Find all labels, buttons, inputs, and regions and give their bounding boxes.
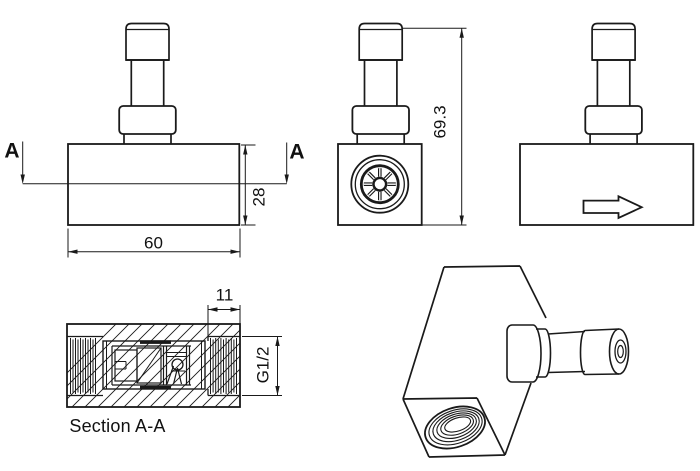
side-stem (351, 22, 410, 145)
flow-stem (584, 22, 643, 145)
isometric-view (402, 265, 630, 458)
section-marker-a-left: A (4, 139, 20, 163)
dim-thread-size: G1/2 (253, 346, 273, 384)
iso-stem (506, 324, 630, 383)
flow-body (519, 143, 695, 226)
section-cut-line (20, 141, 289, 185)
section-marker-a-right: A (289, 140, 305, 164)
front-view (20, 22, 289, 258)
dim-11-lines (207, 305, 241, 336)
iso-block (402, 265, 547, 458)
front-stem (118, 22, 177, 145)
dim-g12-lines (242, 336, 282, 396)
front-body (67, 143, 241, 226)
dim-overall-height: 69.3 (430, 105, 450, 139)
internal-thread-section-icon (70, 338, 237, 394)
dim-28-lines (241, 144, 256, 226)
dim-port-depth: 11 (215, 285, 234, 305)
dim-69-3-lines (403, 27, 467, 226)
dim-body-width: 60 (144, 233, 163, 253)
section-body (66, 323, 241, 408)
bore-outline (67, 335, 240, 397)
dim-60-lines (67, 228, 241, 258)
flow-view (519, 22, 695, 226)
dim-body-height: 28 (249, 187, 269, 206)
side-body (337, 143, 423, 226)
section-view (66, 305, 282, 408)
rotor-cartridge (102, 340, 206, 390)
turbine-rotor-face-icon (350, 154, 410, 214)
section-caption: Section A-A (69, 415, 166, 436)
iso-threaded-hole (424, 405, 486, 450)
side-view (337, 22, 467, 226)
section-arrow-icon (20, 174, 289, 184)
flow-direction-arrow-icon (582, 194, 644, 220)
